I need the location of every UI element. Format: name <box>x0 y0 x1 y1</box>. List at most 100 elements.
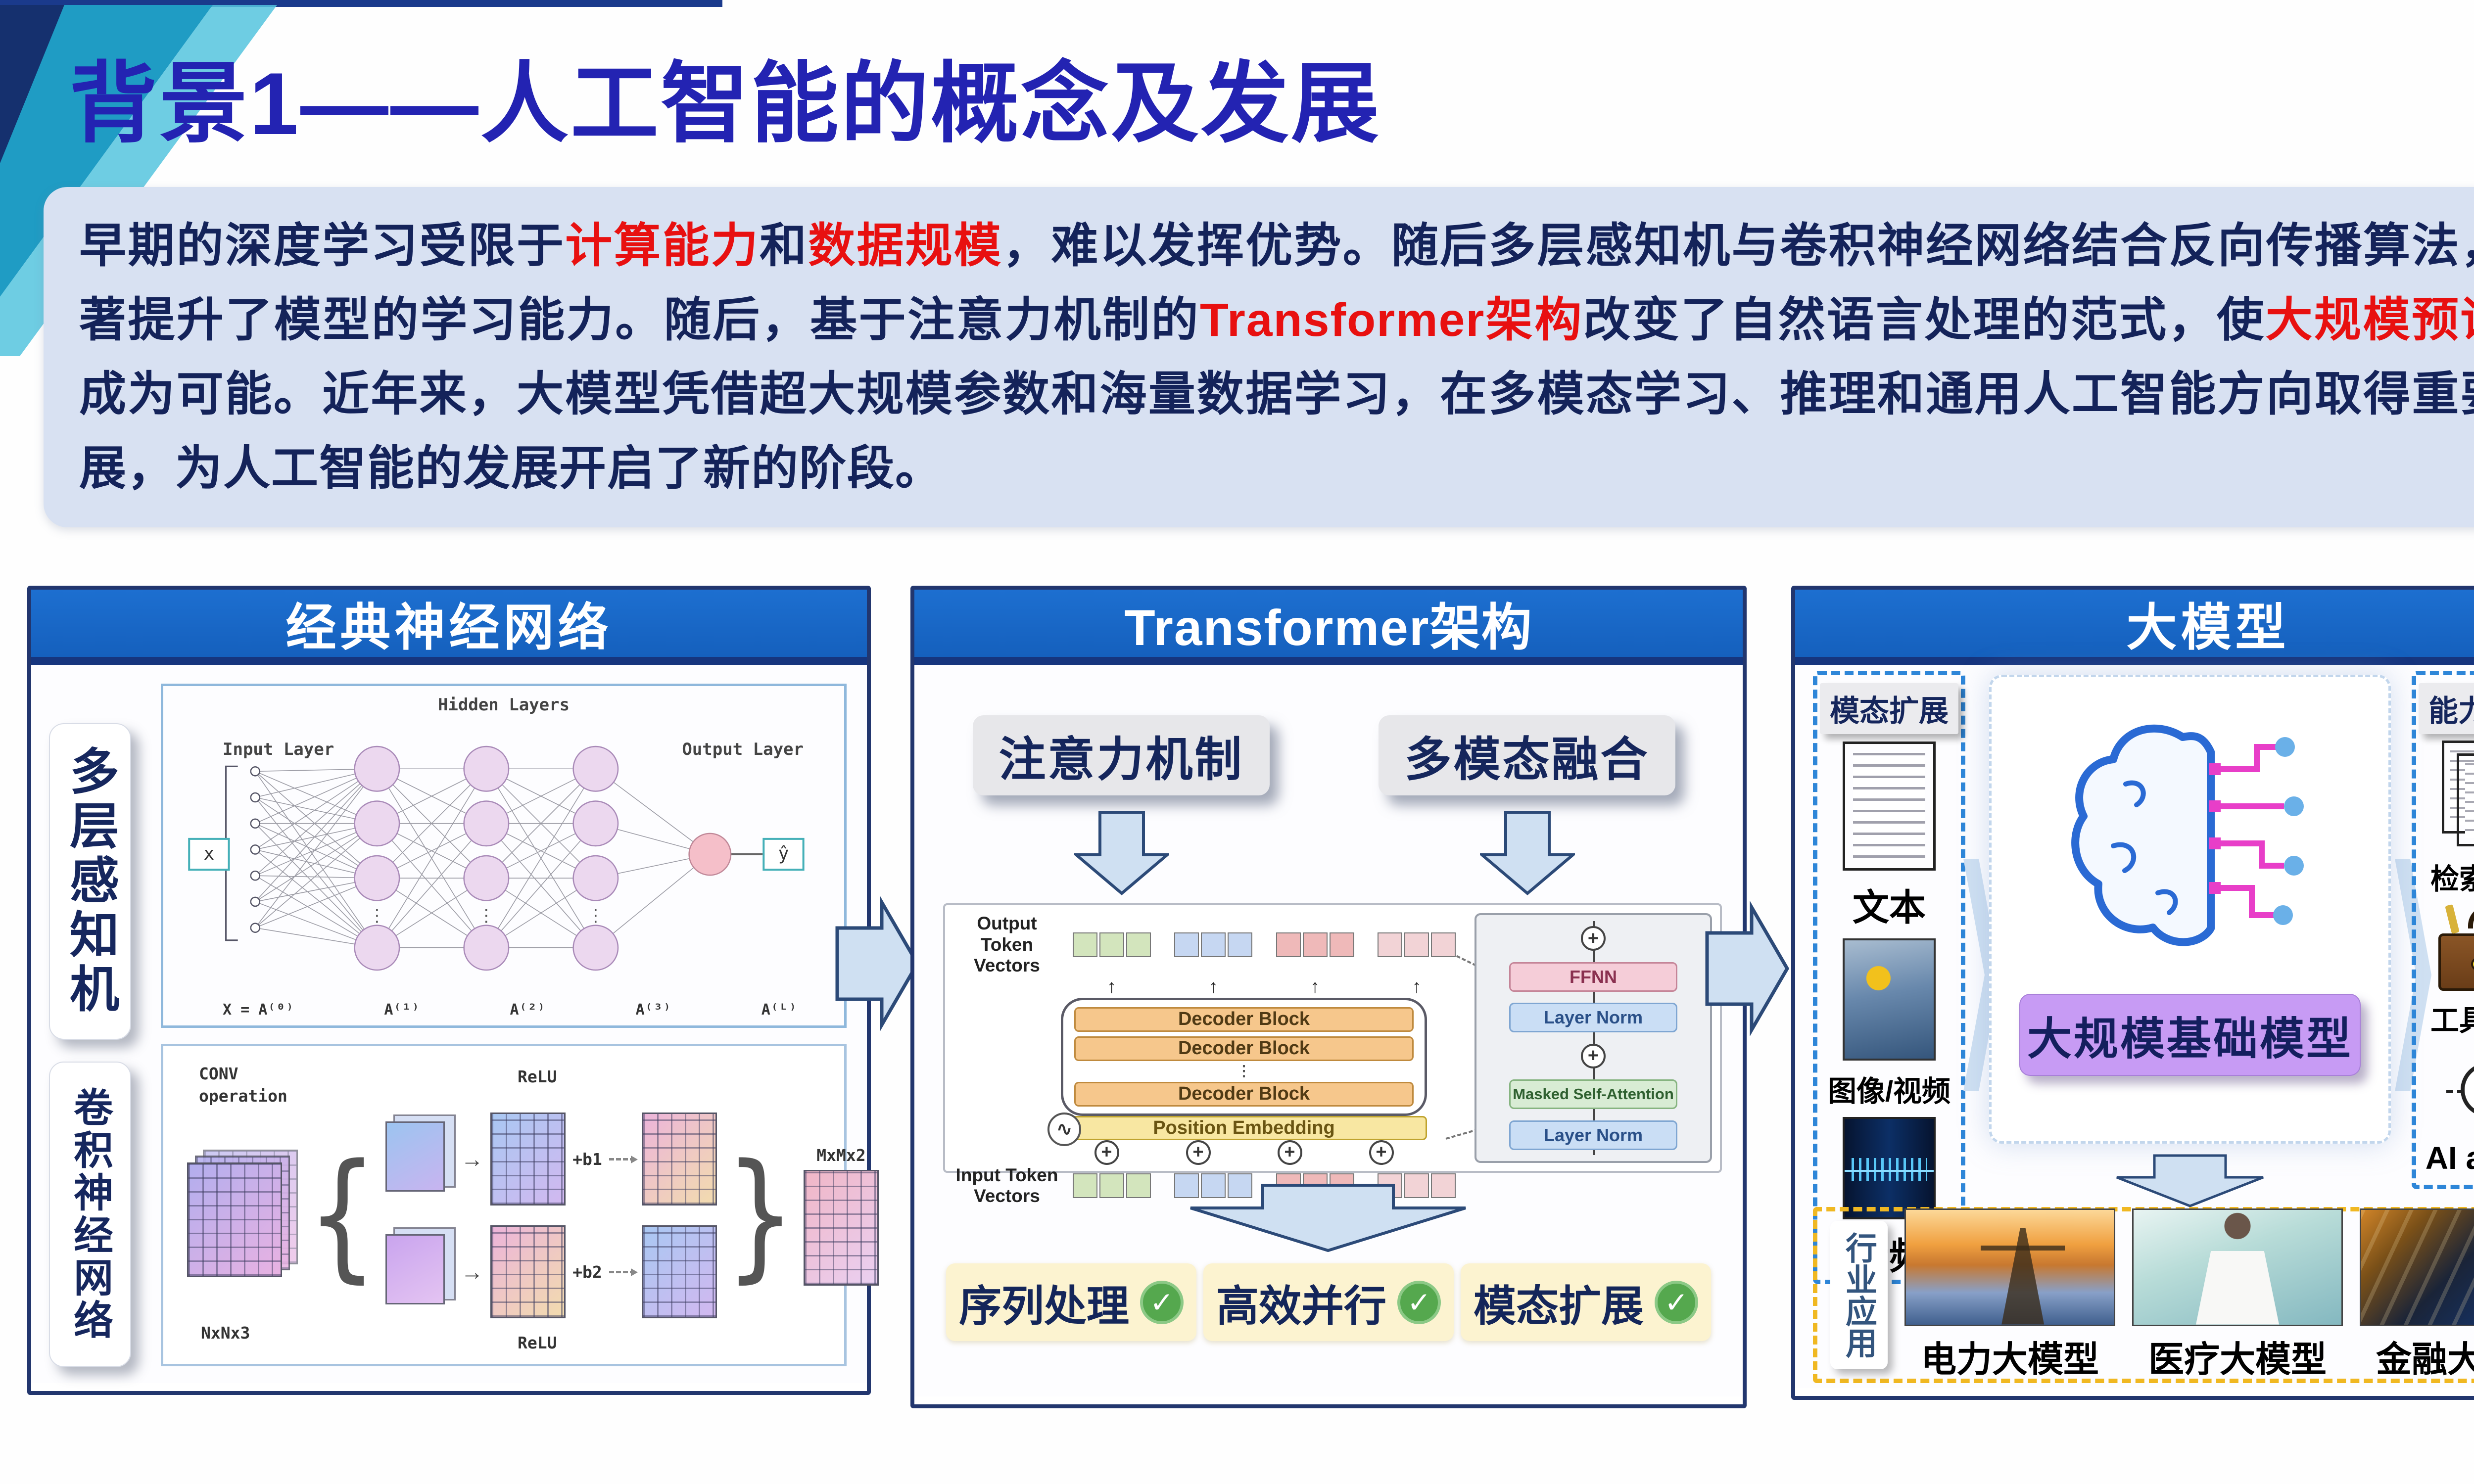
benefit-parallel: 高效并行 ✓ <box>1203 1263 1454 1341</box>
modality-text-label: 文本 <box>1853 887 1926 928</box>
mlp-hidden-layers-label: Hidden Layers <box>437 695 570 715</box>
intro-segment: 改变了自然语言处理的范式，使 <box>1583 294 2266 347</box>
cnn-conv-op-label: CONV operation <box>199 1064 287 1106</box>
intro-segment-highlight: Transformer架构 <box>1200 294 1583 347</box>
decoder-block-detail: + FFNN Layer Norm + Masked Self-Attentio… <box>1475 913 1712 1163</box>
mlp-vertical-label: 多层感知机 <box>49 723 131 1040</box>
cnn-kernel-2 <box>385 1227 456 1310</box>
image-video-photo <box>1843 938 1936 1061</box>
cnn-diagram: CONV operation NxNx3 ReLU ReLU { → +b1 <box>161 1044 879 1366</box>
capability-ai-agent-label: AI agent <box>2425 1140 2474 1176</box>
mlp-dots: ⋮ <box>478 907 495 926</box>
foundation-model-label: 大规模基础模型 <box>2019 994 2361 1076</box>
mlp-input-symbol: x <box>204 843 215 864</box>
medical-model-label: 医疗大模型 <box>2148 1340 2327 1380</box>
capability-expansion-tag: 能力扩展 <box>2419 683 2474 734</box>
panel-large-model: 大模型 模态扩展 文本 图像/视频 音频 <box>1791 586 2474 1400</box>
toolbox-icon <box>2438 904 2474 991</box>
intro-segment-highlight: 数据规模 <box>808 220 1003 272</box>
decoder-block-2: Decoder Block <box>1074 1036 1414 1061</box>
plus-icon: + <box>1094 1140 1119 1165</box>
check-icon: ✓ <box>1140 1280 1184 1324</box>
mlp-math-a2: A⁽²⁾ <box>510 1001 546 1019</box>
position-embedding-label: Position Embedding <box>1153 1117 1335 1138</box>
residual-add-icon: + <box>1581 1043 1606 1068</box>
mlp-diagram: Hidden Layers Input Layer Output Layer x… <box>161 684 847 1028</box>
mlp-math-a3: A⁽³⁾ <box>635 1001 671 1019</box>
panel-large-model-header: 大模型 <box>1795 590 2474 665</box>
mlp-math-al: A⁽ᴸ⁾ <box>761 1001 797 1019</box>
mlp-output-symbol: ŷ <box>778 843 789 864</box>
cnn-vertical-label: 卷积神经网络 <box>49 1062 131 1367</box>
capability-expansion-box: 能力扩展 检索增强 工具学习 AI AI agent <box>2412 671 2474 1189</box>
modality-image-video-label: 图像/视频 <box>1827 1075 1951 1108</box>
mlp-dots: ⋮ <box>587 907 604 926</box>
industry-application-tag: 行业应用 <box>1830 1221 1888 1369</box>
mlp-math-a1: A⁽¹⁾ <box>384 1001 420 1019</box>
model-to-industry-arrow-icon <box>2116 1154 2264 1207</box>
mlp-input-layer-label: Input Layer <box>223 740 334 759</box>
finance-model-label: 金融大模型 <box>2376 1340 2474 1380</box>
intro-segment-highlight: 大规模预训练 <box>2265 294 2474 347</box>
transformer-diagram: Output Token Vectors ↑↑↑↑ Decoder Block … <box>943 903 1722 1206</box>
up-arrows-row: ↑↑↑↑ <box>1107 976 1422 997</box>
cnn-output-tensor <box>803 1169 879 1286</box>
layer-norm-top-bar: Layer Norm <box>1509 1003 1677 1033</box>
cnn-relu-top-label: ReLU <box>518 1067 557 1086</box>
cnn-output-dim-label: MxMx2 <box>816 1145 866 1165</box>
mlp-network-graphic: x ŷ ⋮ ⋮ ⋮ <box>188 745 805 971</box>
industry-medical-cell: 医疗大模型 <box>2132 1208 2343 1382</box>
decoder-ellipsis: ⋮ <box>1237 1063 1251 1079</box>
finance-card-photo <box>2360 1208 2474 1326</box>
mlp-math-a0: X = A⁽⁰⁾ <box>223 1001 294 1019</box>
multimodal-down-arrow-icon <box>1480 811 1575 895</box>
industry-finance-cell: 金融大模型 <box>2360 1208 2474 1382</box>
residual-add-icon: + <box>1581 926 1606 951</box>
cnn-feature-map-1 <box>490 1113 566 1206</box>
check-icon: ✓ <box>1655 1280 1698 1324</box>
attention-down-arrow-icon <box>1074 811 1169 895</box>
cnn-dashed-arrow-icon <box>609 1268 638 1276</box>
panel2-to-panel3-arrow-icon <box>1705 901 1790 1036</box>
audio-waveform-image <box>1843 1116 1936 1219</box>
decoder-block-1: Decoder Block <box>1074 1007 1414 1032</box>
cnn-dashed-arrow-icon <box>609 1155 638 1163</box>
cnn-kernel-1 <box>385 1114 456 1198</box>
mlp-output-layer-label: Output Layer <box>682 740 804 759</box>
cnn-split-brace: { <box>307 1134 378 1297</box>
ai-chip-icon: AI <box>2444 1046 2474 1133</box>
panel-transformer-header: Transformer架构 <box>914 590 1743 665</box>
cnn-merge-brace: } <box>724 1134 796 1297</box>
transformer-summary-arrow-icon <box>1190 1184 1466 1252</box>
cnn-input-tensor <box>187 1150 299 1281</box>
plus-icon: + <box>1186 1140 1211 1165</box>
input-token-vectors-label: Input Token Vectors <box>955 1164 1058 1206</box>
capability-tool-learning-label: 工具学习 <box>2430 1005 2474 1037</box>
multimodal-fusion-pill: 多模态融合 <box>1379 715 1675 795</box>
sine-icon: ∿ <box>1047 1112 1081 1146</box>
modality-expansion-box: 模态扩展 文本 图像/视频 音频 <box>1813 671 1965 1284</box>
page-title: 背景1——人工智能的概念及发展 <box>69 54 1381 153</box>
cnn-bias-1-label: +b1 <box>572 1149 602 1169</box>
intro-segment: 早期的深度学习受限于 <box>79 220 566 272</box>
position-embedding-bar: ∿ Position Embedding <box>1047 1112 1427 1146</box>
foundation-model-box: 大规模基础模型 <box>1989 675 2391 1144</box>
cnn-arrow-icon: → <box>461 1259 484 1285</box>
cnn-relu-bottom-label: ReLU <box>518 1333 557 1352</box>
check-icon: ✓ <box>1397 1280 1441 1324</box>
output-token-vectors-label: Output Token Vectors <box>974 913 1040 976</box>
intro-segment: ，难以发挥优势。随后多层感知机与卷积神经网络结合反向传播算法，显著提升了模型的学… <box>79 220 2474 347</box>
cnn-bias-2-label: +b2 <box>572 1262 602 1282</box>
intro-segment-highlight: 计算能力 <box>565 220 760 272</box>
mlp-dots: ⋮ <box>369 907 385 926</box>
power-model-label: 电力大模型 <box>1920 1340 2099 1380</box>
medical-doctor-photo <box>2132 1208 2343 1326</box>
layer-norm-bottom-bar: Layer Norm <box>1509 1120 1677 1150</box>
industry-application-box: 行业应用 电力大模型 医疗大模型 金融大模型 <box>1813 1207 2474 1383</box>
panel-transformer: Transformer架构 注意力机制 多模态融合 Output Token V… <box>910 586 1747 1408</box>
masked-self-attention-bar: Masked Self-Attention <box>1509 1079 1677 1110</box>
modality-expansion-tag: 模态扩展 <box>1820 683 1958 734</box>
cnn-arrow-icon: → <box>461 1146 484 1172</box>
text-document-image <box>1843 742 1936 871</box>
